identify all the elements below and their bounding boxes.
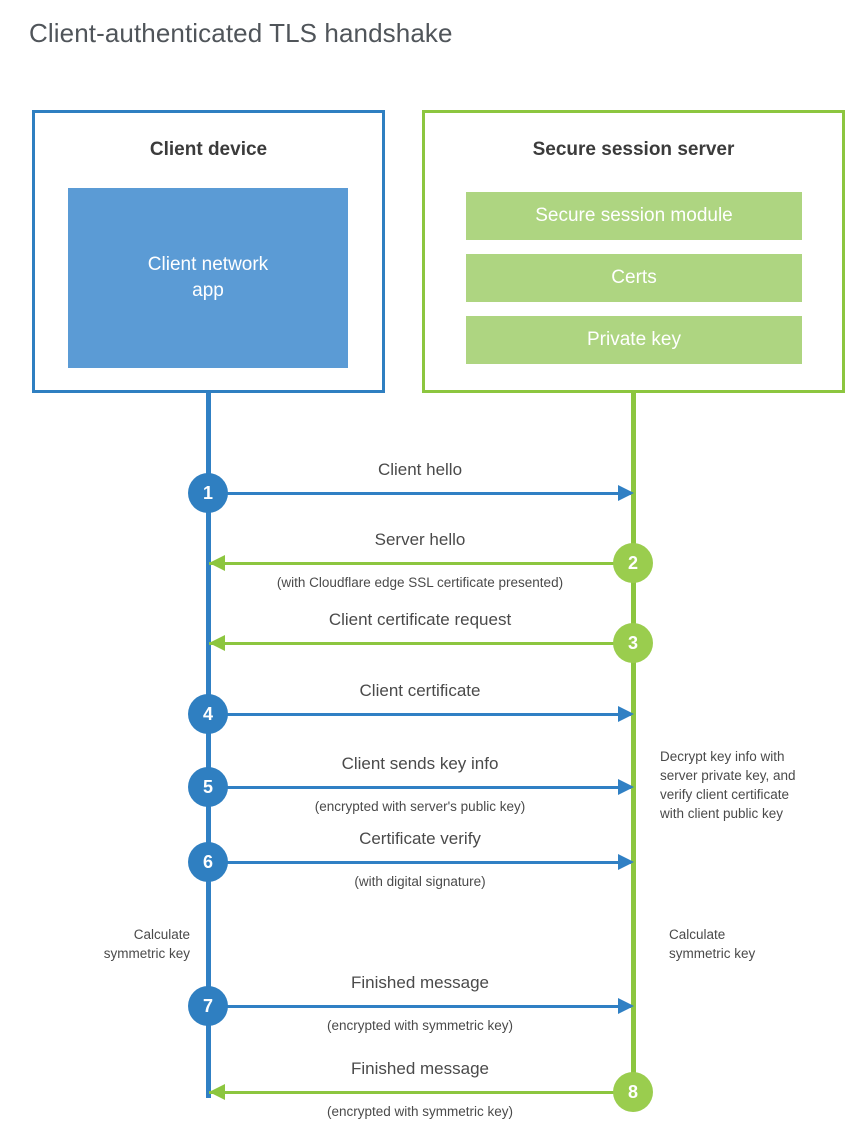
- arrow-left-icon: [209, 635, 225, 651]
- message-arrow-line: [209, 713, 631, 716]
- server-bar-private-key: Private key: [466, 316, 802, 364]
- page-title: Client-authenticated TLS handshake: [29, 18, 453, 48]
- client-lifeline: [206, 392, 211, 1098]
- message-label: Certificate verify: [359, 829, 481, 848]
- message-label: Finished message: [351, 973, 489, 992]
- note-server-decrypt: Decrypt key info with server private key…: [660, 749, 796, 822]
- step-badge-7: 7: [188, 986, 228, 1026]
- message-label: Finished message: [351, 1059, 489, 1078]
- step-badge-3: 3: [613, 623, 653, 663]
- message-arrow-line: [209, 1005, 631, 1008]
- server-lifeline: [631, 392, 636, 1092]
- message-sublabel: (with Cloudflare edge SSL certificate pr…: [276, 575, 564, 590]
- message-arrow-line: [209, 1091, 634, 1094]
- step-badge-4: 4: [188, 694, 228, 734]
- client-network-app-block: Client network app: [68, 188, 348, 368]
- message-arrow-line: [209, 861, 631, 864]
- message-label: Server hello: [374, 530, 466, 549]
- message-sublabel: (with digital signature): [354, 874, 486, 889]
- arrow-left-icon: [209, 555, 225, 571]
- client-device-box: Client device Client network app: [32, 110, 385, 393]
- step-badge-5: 5: [188, 767, 228, 807]
- message-label: Client certificate: [359, 681, 481, 700]
- arrow-right-icon: [618, 779, 634, 795]
- step-badge-1: 1: [188, 473, 228, 513]
- message-arrow-line: [209, 562, 634, 565]
- step-badge-8: 8: [613, 1072, 653, 1112]
- note-server-calculate-symmetric-key: Calculate symmetric key: [669, 927, 756, 962]
- message-sublabel: (encrypted with server's public key): [314, 799, 526, 814]
- server-bar-secure-session-module: Secure session module: [466, 192, 802, 240]
- message-arrow-line: [209, 642, 634, 645]
- arrow-right-icon: [618, 706, 634, 722]
- message-sublabel: (encrypted with symmetric key): [326, 1018, 514, 1033]
- arrow-right-icon: [618, 485, 634, 501]
- step-badge-6: 6: [188, 842, 228, 882]
- message-label: Client hello: [377, 460, 463, 479]
- secure-session-server-title: Secure session server: [532, 139, 735, 160]
- note-client-calculate-symmetric-key: Calculate symmetric key: [103, 927, 190, 962]
- message-label: Client sends key info: [341, 754, 499, 773]
- message-arrow-line: [209, 492, 631, 495]
- message-label: Client certificate request: [328, 610, 512, 629]
- client-device-title: Client device: [149, 139, 268, 160]
- arrow-right-icon: [618, 854, 634, 870]
- step-badge-2: 2: [613, 543, 653, 583]
- server-bar-certs: Certs: [466, 254, 802, 302]
- arrow-right-icon: [618, 998, 634, 1014]
- secure-session-server-box: Secure session server Secure session mod…: [422, 110, 845, 393]
- message-sublabel: (encrypted with symmetric key): [326, 1104, 514, 1119]
- message-arrow-line: [209, 786, 631, 789]
- arrow-left-icon: [209, 1084, 225, 1100]
